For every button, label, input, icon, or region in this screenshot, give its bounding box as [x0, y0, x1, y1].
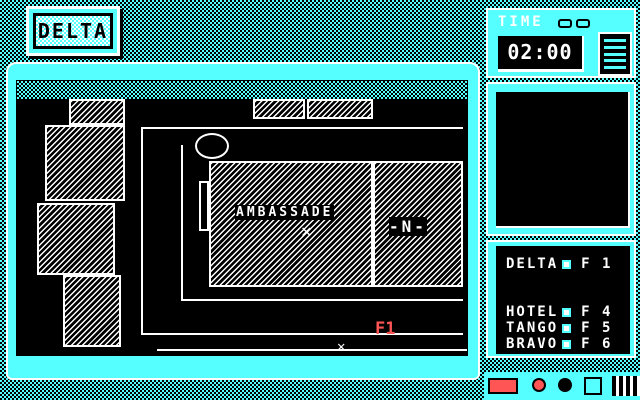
agent-status-icon	[562, 323, 572, 333]
timer-label: TIME	[498, 14, 544, 30]
road-edge	[141, 127, 463, 129]
building	[63, 275, 121, 347]
road-edge	[141, 333, 463, 335]
view-panel	[486, 82, 636, 236]
timer-display: 02:00	[498, 36, 584, 72]
square-button[interactable]	[584, 377, 602, 395]
road-edge	[181, 145, 183, 299]
building	[37, 203, 115, 275]
agent-name: BRAVO	[506, 336, 559, 352]
control-bar	[484, 372, 640, 400]
gate	[199, 181, 209, 231]
menu-icon[interactable]	[598, 32, 632, 76]
slider-controls[interactable]	[612, 376, 640, 396]
map-top-strip	[17, 81, 467, 99]
agent-status-icon	[562, 307, 572, 317]
agent-key: F 5	[581, 320, 613, 336]
building	[253, 99, 305, 119]
timer-panel: TIME 02:00	[486, 8, 636, 78]
game-title: DELTA	[37, 19, 109, 43]
game-logo: DELTA	[26, 6, 120, 56]
agent-item-bravo[interactable]: BRAVO F 6	[506, 336, 612, 352]
fountain	[195, 133, 229, 159]
embassy-label: AMBASSADE	[235, 205, 335, 220]
agent-marker-f1[interactable]: F1	[375, 319, 396, 339]
black-knob-icon[interactable]	[558, 378, 572, 392]
road-edge	[141, 127, 143, 335]
agent-key: F 6	[581, 336, 613, 352]
agent-name: TANGO	[506, 320, 559, 336]
building: -N-	[373, 161, 463, 287]
building	[69, 99, 125, 125]
compass-north: -N-	[389, 217, 427, 236]
tactical-map[interactable]: AMBASSADE ✕ -N- F1 ✕	[16, 80, 468, 356]
building	[45, 125, 125, 201]
indicator-light-icon	[558, 19, 572, 28]
road-edge	[157, 349, 467, 351]
indicator-light-icon	[576, 19, 590, 28]
road-edge	[181, 299, 463, 301]
red-button[interactable]	[488, 378, 518, 394]
entry-marker-icon: ✕	[337, 339, 346, 355]
agent-name: DELTA	[506, 256, 559, 272]
agent-list-panel: DELTA F 1 HOTEL F 4 TANGO F 5 BRAVO F 6	[486, 240, 636, 358]
agent-status-icon	[562, 339, 572, 349]
agent-key: F 4	[581, 304, 613, 320]
agent-key: F 1	[581, 256, 613, 272]
agent-view-screen	[496, 92, 630, 228]
target-marker-icon: ✕	[301, 221, 312, 242]
agent-item-hotel[interactable]: HOTEL F 4	[506, 304, 612, 320]
agent-item-delta[interactable]: DELTA F 1	[506, 256, 612, 272]
agent-item-tango[interactable]: TANGO F 5	[506, 320, 612, 336]
building	[307, 99, 373, 119]
agent-name: HOTEL	[506, 304, 559, 320]
red-knob-icon[interactable]	[532, 378, 546, 392]
embassy-building: AMBASSADE ✕	[209, 161, 373, 287]
agent-status-icon	[562, 259, 572, 269]
